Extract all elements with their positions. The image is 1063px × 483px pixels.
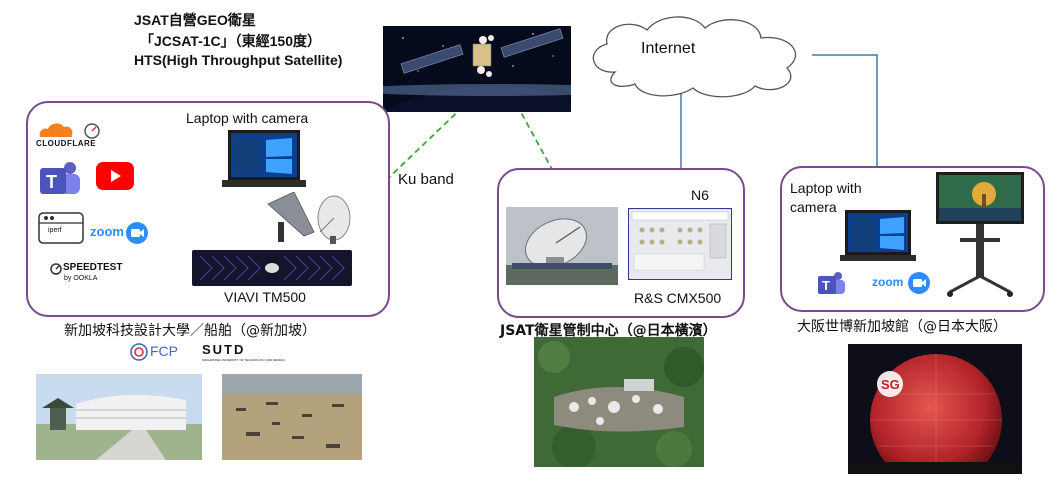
sutd-label: SUTD xyxy=(202,342,246,357)
internet-label: Internet xyxy=(641,40,696,57)
ships-harbour-photo xyxy=(222,374,362,460)
osaka-laptop xyxy=(840,210,916,264)
internet-to-osaka-line xyxy=(812,54,878,210)
singapore-laptop-label: Laptop with camera xyxy=(186,110,309,126)
satellite-image xyxy=(383,26,571,112)
osaka-pavilion-photo: SG xyxy=(848,344,1022,474)
teams-icon: T xyxy=(38,160,82,198)
speedtest-label: SPEEDTEST xyxy=(63,262,123,273)
display-on-stand xyxy=(934,172,1026,298)
iperf-label: iperf xyxy=(48,227,62,234)
osaka-teams-icon: T xyxy=(816,270,846,296)
fcp-logo: FCP xyxy=(130,342,190,362)
singapore-laptop xyxy=(222,130,306,190)
rs-cmx500-device xyxy=(628,208,732,280)
viavi-tm500-chassis xyxy=(192,250,352,286)
fcp-label: FCP xyxy=(150,343,178,359)
n6-label: N6 xyxy=(691,187,709,203)
zoom-label-singapore: zoom xyxy=(90,224,124,239)
osaka-caption: 大阪世博新加坡館（@日本大阪） xyxy=(797,319,1007,335)
viavi-tm500-label: VIAVI TM500 xyxy=(224,289,306,305)
sutd-logo: SUTD SINGAPORE UNIVERSITY OF TECHNOLOGY … xyxy=(200,342,285,368)
singapore-terminal xyxy=(264,192,354,244)
cloudflare-logo: CLOUDFLARE xyxy=(36,121,106,151)
ku-band-label: Ku band xyxy=(398,171,454,188)
jsat-center-caption: JSAT衛星管制中心（@日本橫濱） xyxy=(500,323,717,339)
internet-cloud: Internet xyxy=(575,10,815,98)
speedtest-by-label: by OOKLA xyxy=(64,275,98,282)
speedtest-logo: SPEEDTEST by OOKLA xyxy=(50,262,130,288)
cloudflare-label: CLOUDFLARE xyxy=(36,139,97,148)
rs-cmx500-label: R&S CMX500 xyxy=(634,290,722,306)
satellite-title-line3: HTS(High Throughput Satellite) xyxy=(134,52,343,68)
osaka-laptop-label-line1: Laptop with xyxy=(790,180,862,196)
zoom-logo-singapore: zoom xyxy=(90,220,150,248)
iperf-icon: iperf xyxy=(38,212,84,244)
sphere-logo: SG xyxy=(881,377,900,392)
sutd-campus-photo xyxy=(36,374,202,460)
zoom-label-osaka: zoom xyxy=(872,275,904,289)
jsat-aerial-photo xyxy=(534,337,704,467)
osaka-laptop-label-line2: camera xyxy=(790,199,837,215)
svg-text:T: T xyxy=(46,172,57,192)
sutd-sub-label: SINGAPORE UNIVERSITY OF TECHNOLOGY AND D… xyxy=(202,358,285,362)
zoom-logo-osaka: zoom xyxy=(872,272,934,296)
jsat-antenna-photo xyxy=(506,207,618,285)
singapore-caption: 新加坡科技設計大學／船舶（@新加坡） xyxy=(64,323,316,339)
youtube-icon xyxy=(96,162,134,190)
satellite-title-line1: JSAT自營GEO衛星 xyxy=(134,12,256,28)
satellite-title-line2: 「JCSAT-1C」（東經150度） xyxy=(140,33,322,49)
svg-text:T: T xyxy=(822,278,830,293)
